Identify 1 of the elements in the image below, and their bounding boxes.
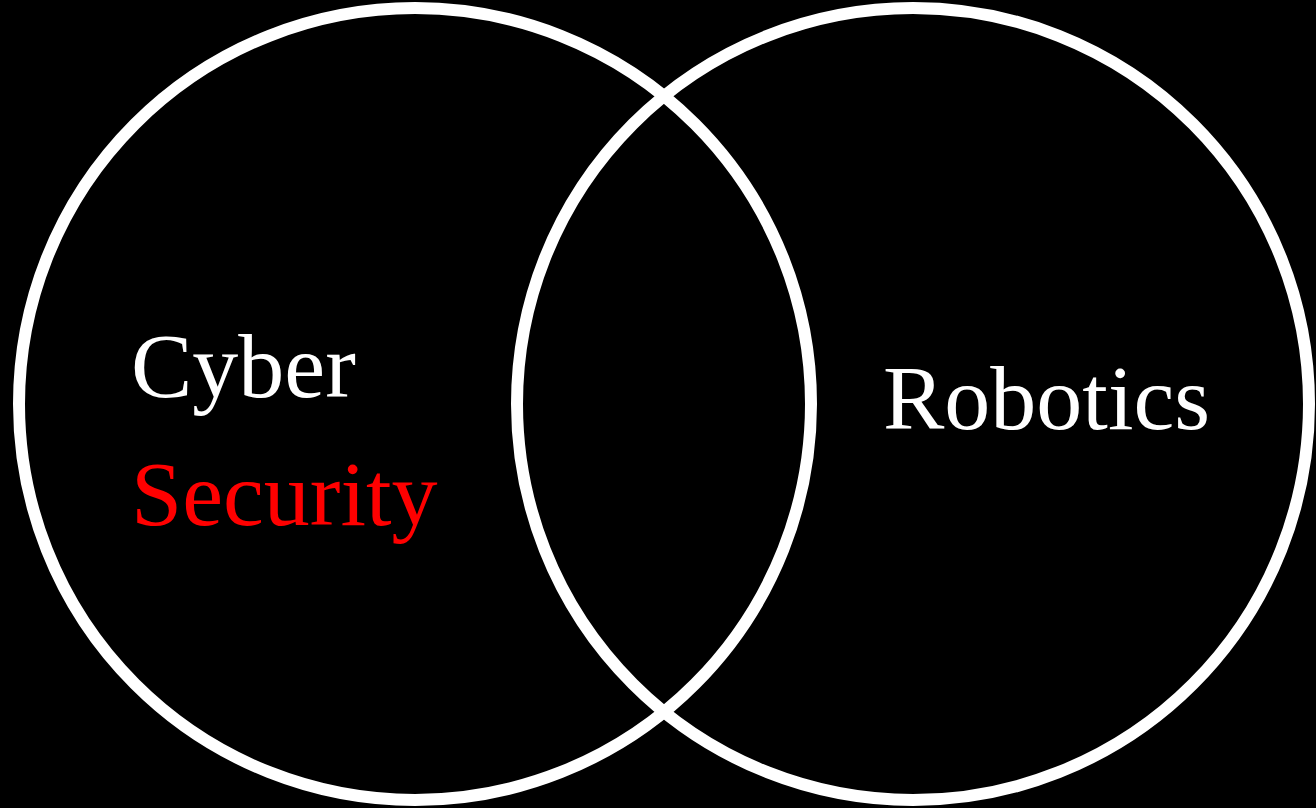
circle-label: Robotics <box>883 352 1211 444</box>
